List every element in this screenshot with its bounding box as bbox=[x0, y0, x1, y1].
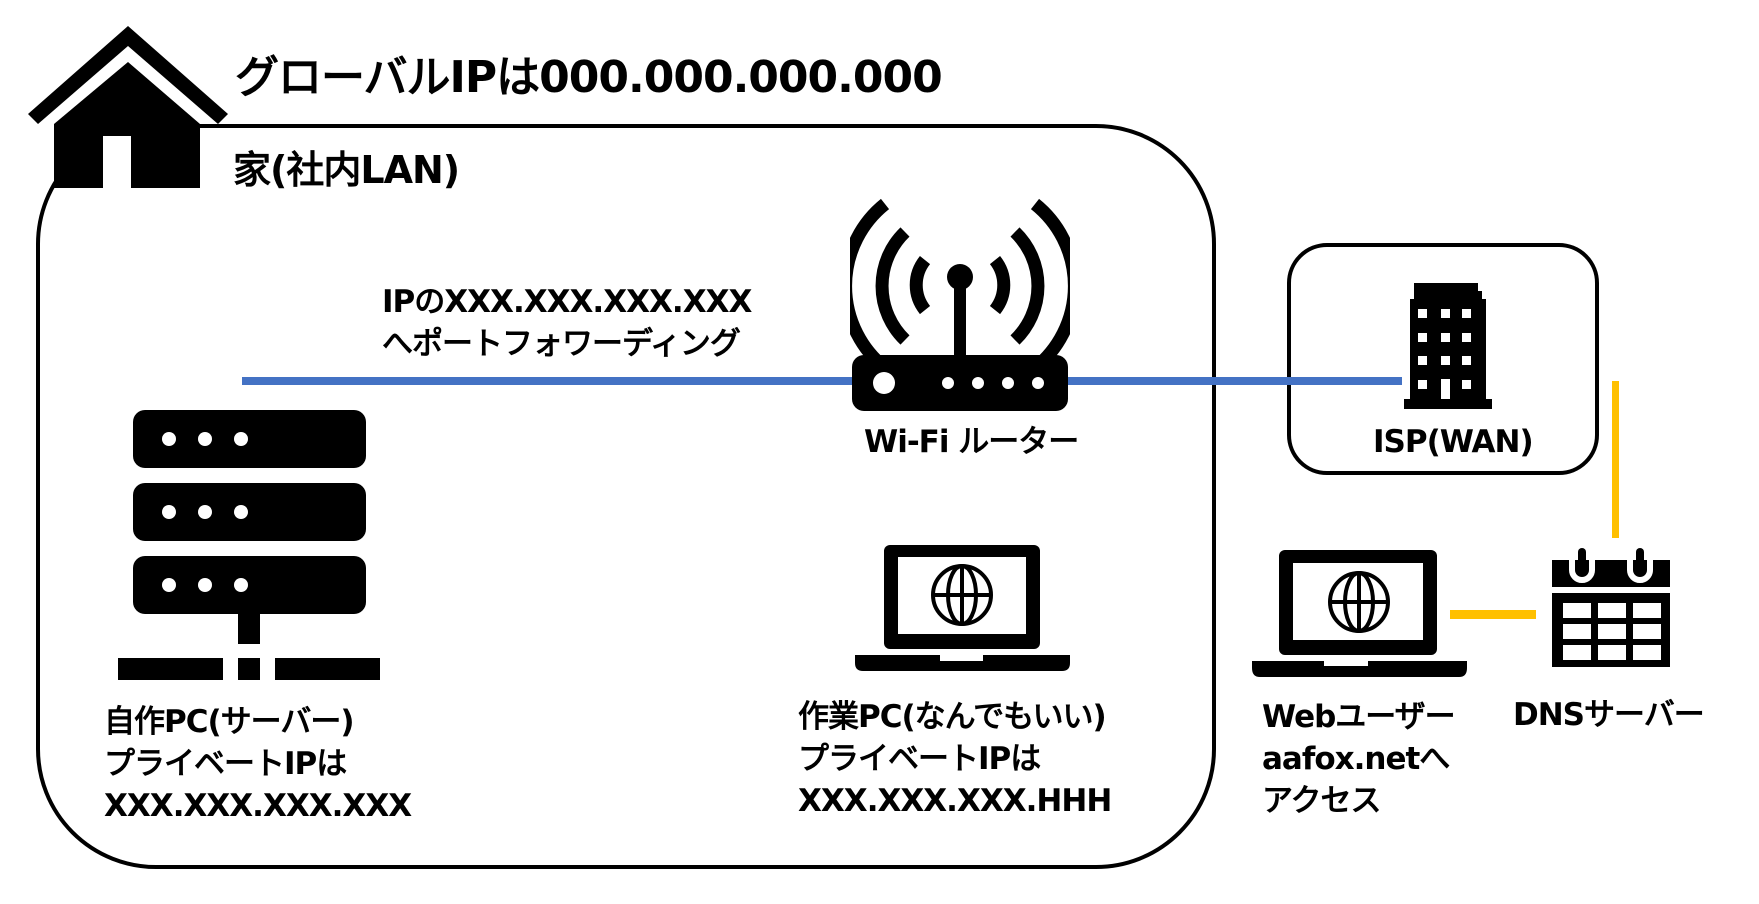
work-pc-laptop-icon bbox=[855, 545, 1070, 671]
house-icon bbox=[28, 26, 228, 188]
work-pc-label-line-3: XXX.XXX.XXX.HHH bbox=[798, 782, 1112, 819]
server-label-line-3: XXX.XXX.XXX.XXX bbox=[104, 787, 412, 824]
lan-boundary-box bbox=[36, 124, 1216, 869]
work-pc-label: 作業PC(なんでもいい) プライベートIPは XXX.XXX.XXX.HHH bbox=[798, 697, 1112, 823]
port-forwarding-line-2: へポートフォワーディング bbox=[382, 325, 741, 362]
globe-icon bbox=[1328, 571, 1390, 633]
isp-dns-link bbox=[1612, 381, 1619, 538]
web-user-laptop-icon bbox=[1252, 550, 1467, 677]
globe-icon bbox=[931, 564, 993, 626]
port-forwarding-label: IPのXXX.XXX.XXX.XXX へポートフォワーディング bbox=[382, 282, 752, 366]
router-isp-link-inner bbox=[1287, 377, 1402, 385]
building-icon bbox=[1404, 283, 1492, 409]
router-label: Wi-Fi ルーター bbox=[864, 424, 1079, 460]
web-user-label-line-1: Webユーザー bbox=[1262, 699, 1456, 735]
dns-label: DNSサーバー bbox=[1513, 697, 1705, 733]
server-label: 自作PC(サーバー) プライベートIPは XXX.XXX.XXX.XXX bbox=[104, 702, 412, 828]
global-ip-title: グローバルIPは000.000.000.000 bbox=[235, 52, 943, 103]
server-icon bbox=[118, 410, 380, 680]
web-user-label: Webユーザー aafox.netへ アクセス bbox=[1262, 697, 1456, 823]
webuser-dns-link bbox=[1450, 610, 1536, 619]
web-user-label-line-3: アクセス bbox=[1262, 782, 1381, 819]
work-pc-label-line-1: 作業PC(なんでもいい) bbox=[798, 699, 1107, 735]
router-isp-link bbox=[1066, 377, 1402, 385]
calendar-icon bbox=[1552, 548, 1670, 667]
server-label-line-2: プライベートIPは bbox=[104, 745, 347, 782]
wifi-router-icon bbox=[850, 198, 1070, 411]
lan-label: 家(社内LAN) bbox=[233, 148, 460, 192]
work-pc-label-line-2: プライベートIPは bbox=[798, 740, 1041, 777]
server-label-line-1: 自作PC(サーバー) bbox=[104, 704, 355, 740]
web-user-label-line-2: aafox.netへ bbox=[1262, 740, 1450, 777]
isp-label: ISP(WAN) bbox=[1373, 424, 1534, 460]
port-forwarding-line-1: IPのXXX.XXX.XXX.XXX bbox=[382, 284, 752, 320]
server-router-link bbox=[242, 377, 854, 385]
